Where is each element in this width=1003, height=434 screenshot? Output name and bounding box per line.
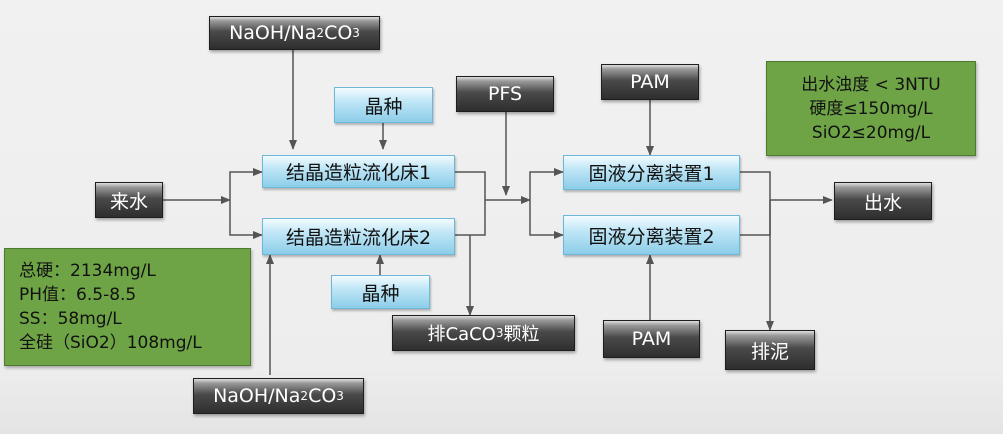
sludge-box: 排泥 [725, 330, 815, 370]
effluent-spec-line: SiO2≤20mg/L [811, 122, 931, 143]
pam-box-top: PAM [601, 64, 699, 100]
influent-spec-note: 总硬：2134mg/L PH值：6.5-8.5 SS：58mg/L 全硅（SiO… [4, 248, 251, 366]
line-inflow-to-bed2 [229, 200, 263, 239]
line-bed2-output [455, 200, 486, 236]
influent-spec-line: 总硬：2134mg/L [19, 261, 156, 281]
effluent-spec-line: 出水浊度 < 3NTU [801, 74, 941, 95]
fluidized-bed-2: 结晶造粒流化床2 [262, 218, 455, 255]
separator-1: 固液分离装置1 [563, 155, 740, 190]
line-inflow-to-bed1 [229, 168, 263, 200]
effluent-spec-note: 出水浊度 < 3NTU 硬度≤150mg/L SiO2≤20mg/L [766, 61, 976, 156]
influent-spec-line: 全硅（SiO2）108mg/L [19, 333, 202, 353]
influent-spec-line: PH值：6.5-8.5 [19, 285, 137, 305]
pam-box-bottom: PAM [603, 320, 700, 358]
separator-2: 固液分离装置2 [563, 215, 740, 255]
outflow-box: 出水 [834, 182, 932, 220]
pfs-box: PFS [456, 76, 554, 112]
seed-box-bottom: 晶种 [331, 275, 430, 309]
line-to-sep2 [529, 200, 564, 239]
line-to-sep1 [529, 168, 564, 200]
line-sep1-output [740, 171, 771, 200]
effluent-spec-line: 硬度≤150mg/L [809, 98, 933, 119]
seed-box-top: 晶种 [334, 87, 433, 123]
line-sep2-output [740, 200, 771, 236]
inflow-box: 来水 [95, 182, 163, 218]
line-bed1-output [455, 171, 486, 200]
fluidized-bed-1: 结晶造粒流化床1 [262, 155, 455, 188]
influent-spec-line: SS：58mg/L [19, 309, 122, 329]
